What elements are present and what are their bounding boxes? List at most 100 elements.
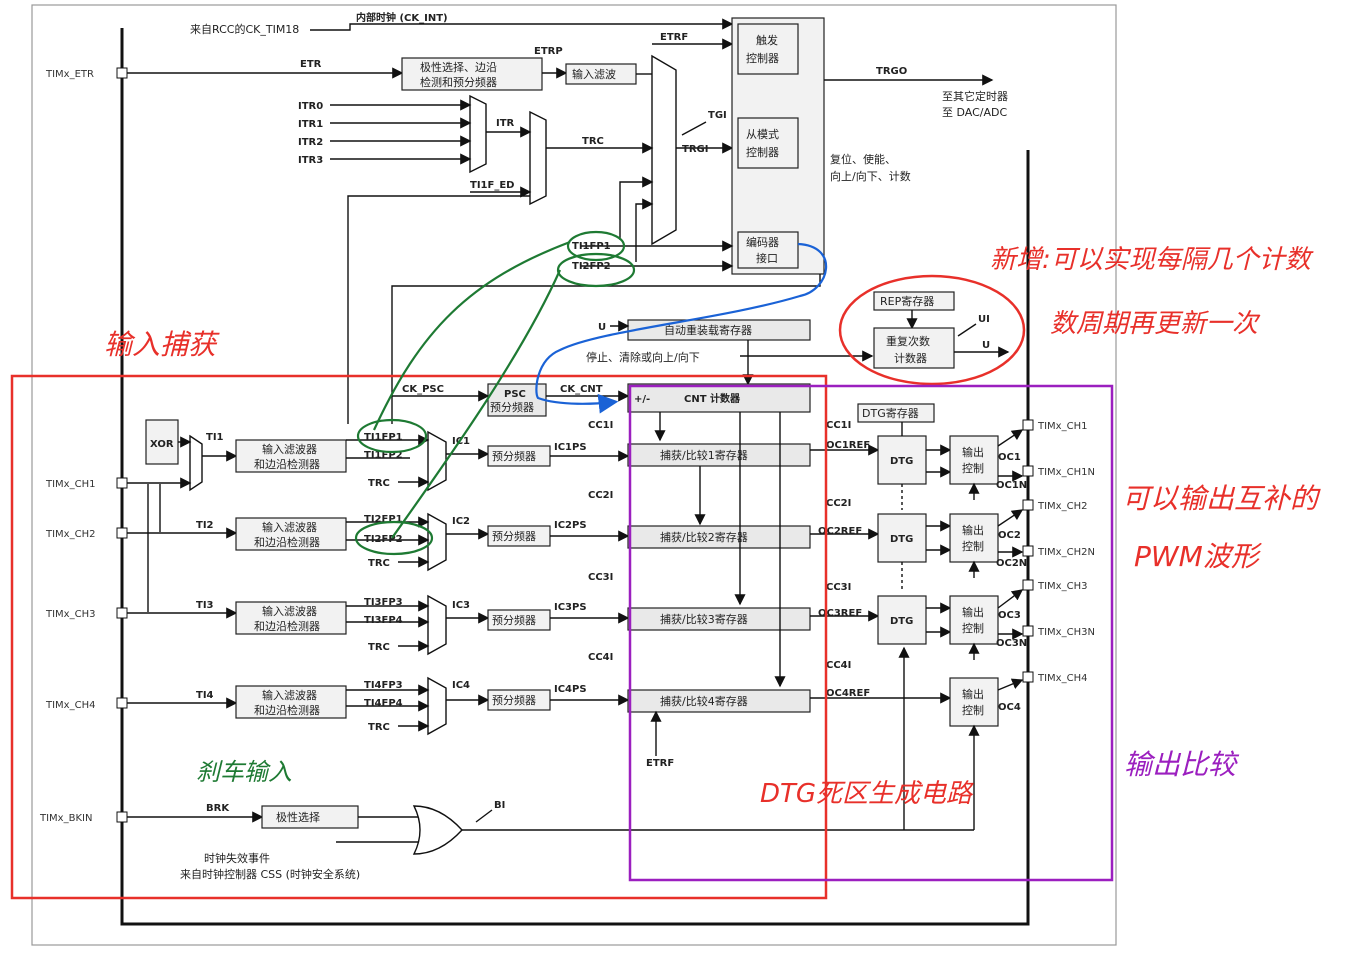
ti1f-ed-label: TI1F_ED	[470, 180, 514, 191]
rcc-clock-label: 来自RCC的CK_TIM18	[190, 22, 299, 36]
cc4i-label: CC4I	[588, 652, 613, 663]
filter1-text-a: 输入滤波器	[262, 442, 317, 456]
auto-reload-text: 自动重装载寄存器	[664, 323, 752, 337]
left-bus	[120, 28, 1030, 926]
clock-fail-1: 时钟失效事件	[204, 851, 270, 865]
polarity-block	[401, 57, 543, 91]
input-capture-box	[10, 374, 828, 900]
complementary-annotation-1: 可以输出互补的	[1122, 482, 1321, 515]
dtg-1	[877, 435, 927, 485]
dtg-3-text: DTG	[890, 616, 913, 627]
channel-4: TIMx_CH4 TI4 输入滤波器 和边沿检测器 TI4FP3 TI4FP4 …	[45, 652, 952, 736]
prescaler-ch4-text: 预分频器	[492, 693, 536, 707]
slave-text-2: 控制器	[746, 145, 779, 159]
capture-compare-2	[627, 525, 811, 549]
capture-compare-3	[627, 607, 811, 631]
rep-counter-text-2: 计数器	[894, 352, 927, 365]
brake-input-annotation: 刹车输入	[196, 758, 292, 786]
output-ctrl-3	[949, 595, 999, 645]
to-dac-label: 至 DAC/ADC	[942, 106, 1007, 119]
dtg-circuit-annotation: DTG死区生成电路	[760, 779, 974, 809]
ti1fp1-top-label: TI1FP1	[572, 241, 611, 252]
itr-mux	[469, 94, 487, 174]
green-highlights	[354, 230, 636, 556]
filter3-text-a: 输入滤波器	[262, 604, 317, 618]
rep-counter-text-1: 重复次数	[886, 334, 930, 348]
prescaler-ch2-text: 预分频器	[492, 529, 536, 543]
slave-controller	[737, 117, 799, 169]
trc-label-top: TRC	[582, 136, 604, 147]
output-pins: TIMx_CH1 TIMx_CH1N TIMx_CH2 TIMx_CH2N TI…	[1022, 419, 1095, 684]
pin-ch2n-out: TIMx_CH2N	[1037, 547, 1095, 558]
encoder-interface	[737, 231, 799, 269]
ic2-label: IC2	[452, 516, 470, 527]
ti4fp3-label: TI4FP3	[364, 680, 403, 691]
capture-compare-1	[627, 443, 811, 467]
plus-minus-label: +/-	[634, 394, 650, 405]
psc-sub-text: 预分频器	[490, 400, 534, 414]
trgi-mux	[651, 54, 677, 246]
ic3-label: IC3	[452, 600, 470, 611]
outctl-2-b: 控制	[962, 539, 984, 553]
filter2-text-a: 输入滤波器	[262, 520, 317, 534]
trc-label-ch4: TRC	[368, 722, 390, 733]
channel-1: TIMx_CH1 TI1 输入滤波器 和边沿检测器 TI1FP1 TI1FP2 …	[45, 420, 880, 492]
tgi-label: TGI	[708, 110, 727, 121]
polarity-select-text: 极性选择	[276, 810, 320, 824]
ti4-label: TI4	[196, 690, 214, 701]
input-filter-ch3	[235, 601, 347, 635]
ti4fp4-label: TI4FP4	[364, 698, 403, 709]
polarity-text-2: 检测和预分频器	[420, 75, 497, 89]
ti2fp2-top-label: TI2FP2	[572, 261, 611, 272]
ui-label: UI	[978, 314, 990, 325]
trc-mux	[529, 110, 547, 206]
prescaler-ch3	[487, 609, 551, 631]
oc3ref-label: OC3REF	[818, 608, 862, 619]
output-stage: DTG DTG DTG 输出 控制 输出 控制 输出 控制 输出 控制 OC1 …	[877, 422, 1027, 830]
outer-frame	[31, 4, 1117, 946]
filter2-text-b: 和边沿检测器	[254, 535, 320, 549]
cc3i-label-out: CC3I	[826, 582, 851, 593]
blue-arrow	[535, 242, 828, 414]
filter4-text-b: 和边沿检测器	[254, 703, 320, 717]
prescaler-ch1-text: 预分频器	[492, 449, 536, 463]
etrf-bottom-label: ETRF	[646, 758, 674, 769]
cc2i-label: CC2I	[588, 490, 613, 501]
input-filter-ch2	[235, 517, 347, 551]
ti1fp1-label: TI1FP1	[364, 432, 403, 443]
ic4ps-label: IC4PS	[554, 684, 587, 695]
dtg-1-text: DTG	[890, 456, 913, 467]
u-label-reload: U	[598, 322, 606, 333]
slave-text-1: 从模式	[746, 128, 779, 141]
or-gate	[412, 805, 463, 855]
pin-ch1-in: TIMx_CH1	[45, 479, 95, 490]
outctl-2-a: 输出	[962, 523, 984, 537]
new-feature-annotation-1: 新增:可以实现每隔几个计数	[990, 245, 1314, 275]
pin-bkin: TIMx_BKIN	[39, 813, 92, 824]
reset-desc-2: 向上/向下、计数	[830, 169, 911, 183]
trigger-text-2: 控制器	[746, 51, 779, 65]
cc2i-label-out: CC2I	[826, 498, 851, 509]
cnt-counter	[627, 383, 811, 413]
outctl-3-b: 控制	[962, 621, 984, 635]
output-compare-box	[628, 384, 1114, 882]
capture-compare-4	[627, 689, 811, 713]
itr0-label: ITR0	[298, 101, 323, 112]
to-other-label: 至其它定时器	[942, 89, 1008, 103]
complementary-annotation-2: PWM波形	[1134, 540, 1263, 573]
ti3fp4-label: TI3FP4	[364, 615, 403, 626]
trigger-text-1: 触发	[756, 33, 778, 47]
trc-label-ch2: TRC	[368, 558, 390, 569]
oc1n-label: OC1N	[996, 480, 1027, 491]
encoder-text-1: 编码器	[746, 235, 779, 249]
filter4-text-a: 输入滤波器	[262, 688, 317, 702]
itr1-label: ITR1	[298, 119, 323, 130]
brake-section: TIMx_BKIN BRK 极性选择 BI 时钟失效事件 来自时钟控制器 CSS…	[39, 800, 974, 881]
trc-label-ch1: TRC	[368, 478, 390, 489]
dtg-register-text: DTG寄存器	[862, 406, 919, 420]
output-ctrl-1	[949, 435, 999, 485]
itr3-label: ITR3	[298, 155, 323, 166]
outctl-4-b: 控制	[962, 703, 984, 717]
oc3n-label: OC3N	[996, 638, 1027, 649]
